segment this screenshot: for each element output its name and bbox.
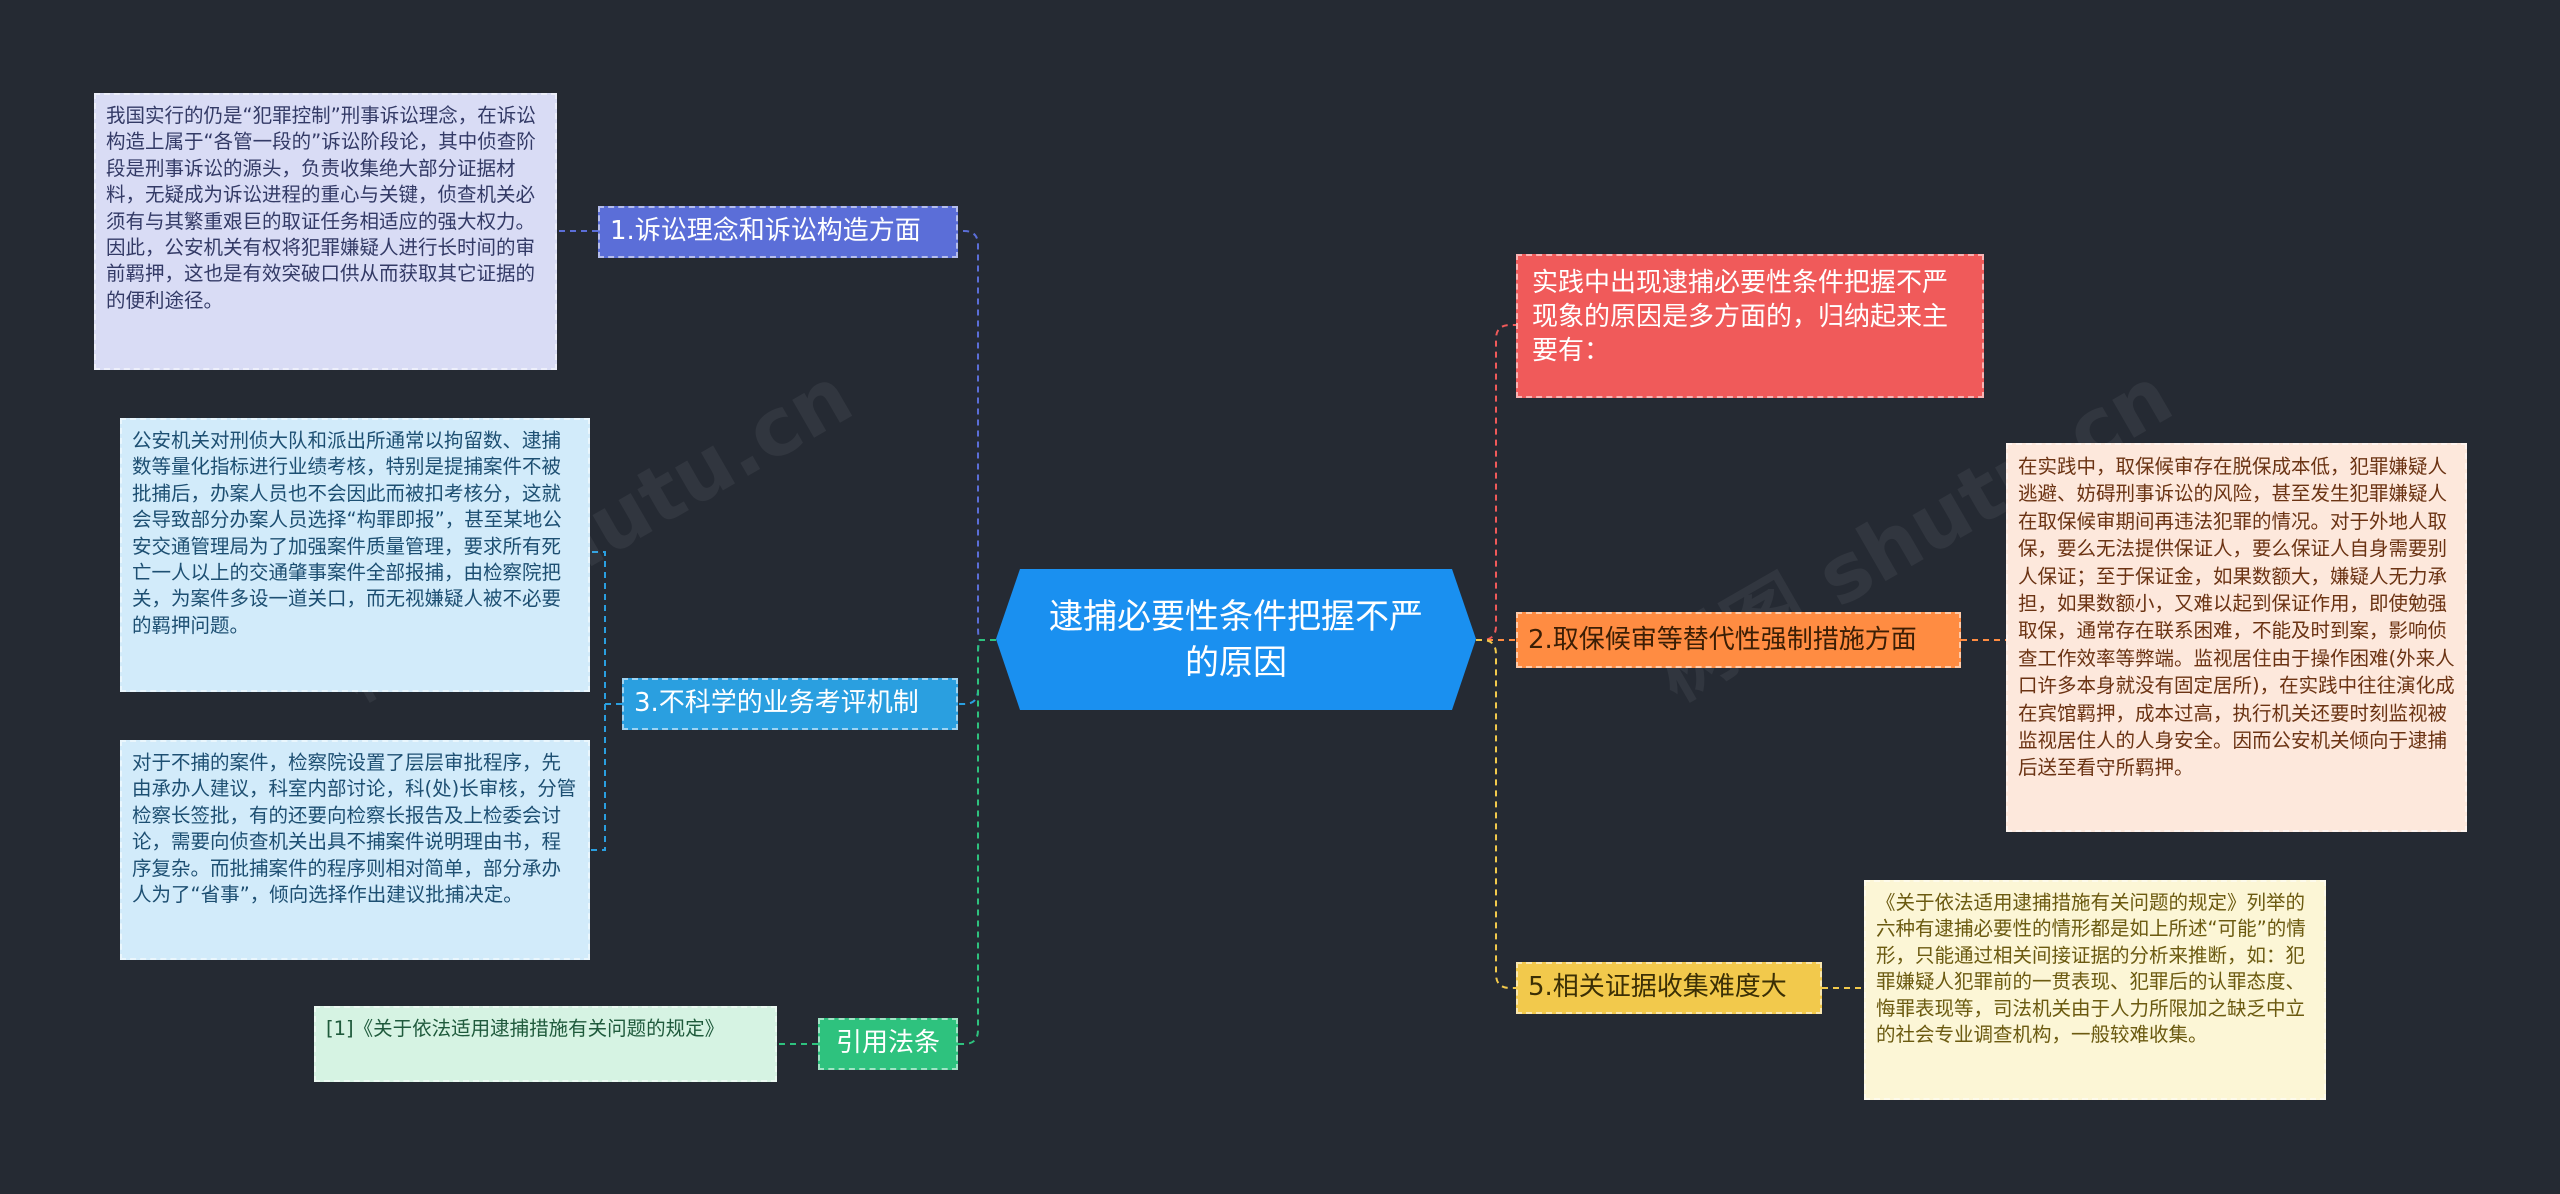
root-label: 逮捕必要性条件把握不严的原因	[1049, 596, 1423, 683]
link-root-b1	[958, 230, 996, 641]
link-root-b5	[1476, 639, 1516, 989]
root-node[interactable]: 逮捕必要性条件把握不严的原因	[996, 569, 1476, 710]
branch-bail-measures[interactable]: 2.取保候审等替代性强制措施方面	[1516, 612, 1961, 668]
leaf-evaluation-procuratorate[interactable]: 对于不捕的案件，检察院设置了层层审批程序，先由承办人建议，科室内部讨论，科(处)…	[120, 740, 590, 960]
branch-litigation-concept[interactable]: 1.诉讼理念和诉讼构造方面	[598, 206, 958, 258]
branch-evaluation-mechanism[interactable]: 3.不科学的业务考评机制	[622, 678, 958, 730]
leaf-litigation-concept[interactable]: 我国实行的仍是“犯罪控制”刑事诉讼理念，在诉讼构造上属于“各管一段的”诉讼阶段论…	[94, 93, 557, 370]
root-shape	[996, 569, 1476, 710]
link-root-bcite	[958, 639, 996, 1045]
branch-evidence-difficulty[interactable]: 5.相关证据收集难度大	[1516, 962, 1822, 1014]
link-root-bintro	[1476, 324, 1516, 641]
branch-intro[interactable]: 实践中出现逮捕必要性条件把握不严现象的原因是多方面的，归纳起来主要有：	[1516, 254, 1984, 398]
branch-cited-law[interactable]: 引用法条	[818, 1018, 958, 1070]
leaf-bail-measures[interactable]: 在实践中，取保候审存在脱保成本低，犯罪嫌疑人逃避、妨碍刑事诉讼的风险，甚至发生犯…	[2006, 443, 2467, 832]
leaf-cited-law[interactable]: [1]《关于依法适用逮捕措施有关问题的规定》	[314, 1006, 777, 1082]
link-b3-split	[590, 551, 622, 851]
leaf-evaluation-police[interactable]: 公安机关对刑侦大队和派出所通常以拘留数、逮捕数等量化指标进行业绩考核，特别是提捕…	[120, 418, 590, 692]
leaf-evidence-difficulty[interactable]: 《关于依法适用逮捕措施有关问题的规定》列举的六种有逮捕必要性的情形都是如上所述“…	[1864, 880, 2326, 1100]
